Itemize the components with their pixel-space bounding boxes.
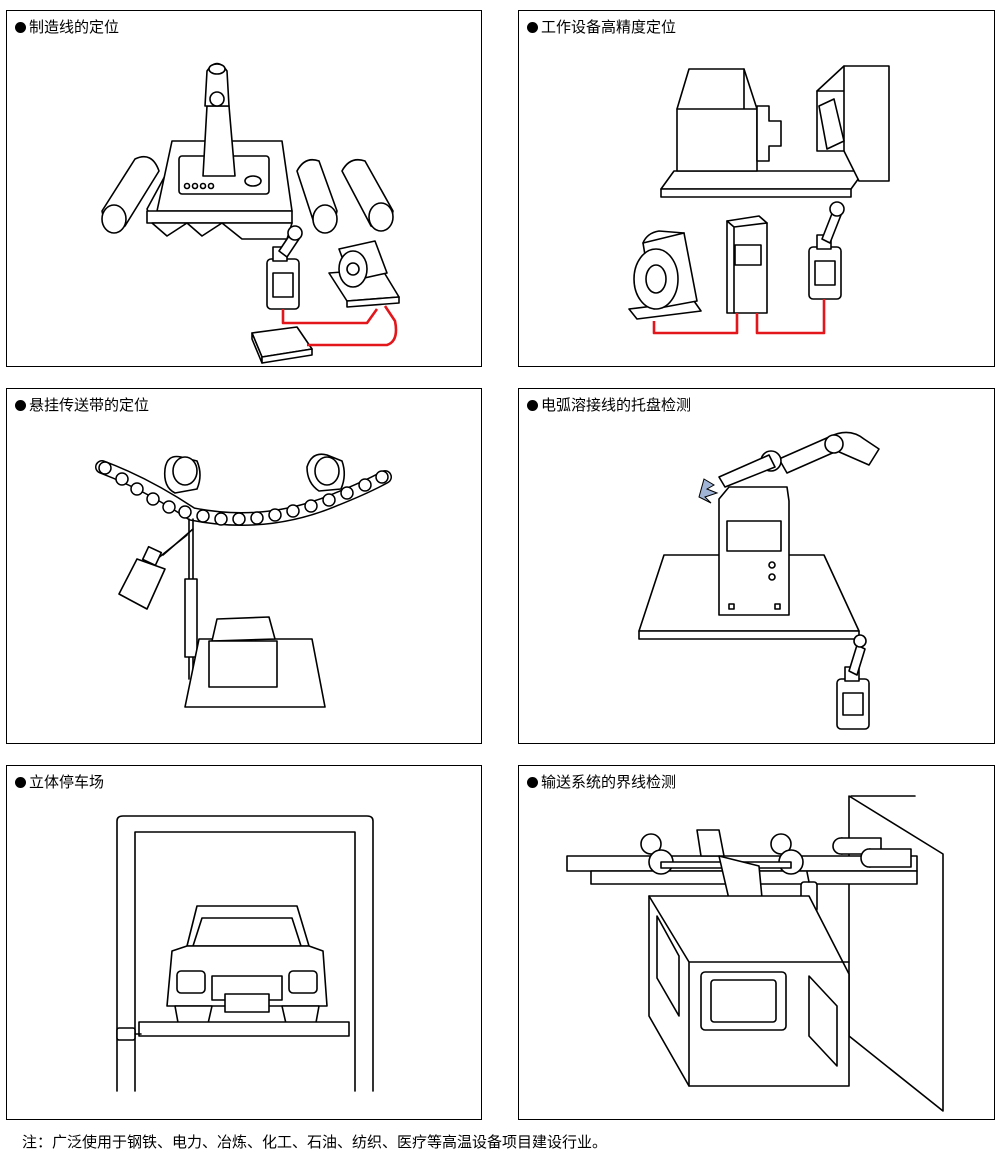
bullet-icon [527, 400, 538, 411]
limit-switch [116, 1027, 142, 1041]
panel-title-text: 制造线的定位 [29, 18, 120, 36]
footnote: 注：广泛使用于钢铁、电力、冶炼、化工、石油、纺织、医疗等高温设备项目建设行业。 [22, 1133, 608, 1151]
panel-overhead-conveyor: 悬挂传送带的定位 [6, 388, 482, 744]
spark-icon [698, 478, 719, 504]
panel-title: 工作设备高精度定位 [527, 17, 676, 37]
bullet-icon [527, 22, 538, 33]
roller-right-2 [341, 158, 394, 232]
trolley-left [163, 455, 201, 494]
overhead-conveyor-illustration [95, 453, 392, 708]
controller [251, 326, 313, 364]
panel-title: 立体停车场 [15, 772, 104, 792]
panel-title-text: 立体停车场 [29, 773, 105, 791]
car [166, 905, 328, 1029]
panel-manufacturing-line: 制造线的定位 [6, 10, 482, 367]
panel-title: 制造线的定位 [15, 17, 119, 37]
carrier-platform [184, 616, 326, 708]
panel-conveyor-system: 输送系统的界线检测 [518, 765, 995, 1120]
control-box [726, 215, 768, 314]
roller-right-1 [296, 158, 338, 234]
chain-links [98, 461, 389, 526]
motor [628, 230, 702, 320]
panel-title-text: 输送系统的界线检测 [541, 773, 677, 791]
limit-switch [266, 225, 303, 310]
limit-switch [836, 634, 870, 730]
manufacturing-line-illustration [101, 62, 400, 364]
conveyor-system-illustration [566, 795, 944, 1112]
motor [328, 240, 400, 308]
bullet-icon [15, 22, 26, 33]
limit-switch [808, 201, 845, 300]
panel-title-text: 悬挂传送带的定位 [29, 396, 150, 414]
bullet-icon [15, 777, 26, 788]
parking-platform [138, 1021, 350, 1037]
trolleys [640, 833, 912, 875]
parking-garage-illustration [116, 815, 374, 1092]
machine-table [660, 65, 890, 198]
panel-title: 悬挂传送带的定位 [15, 395, 149, 415]
robot-machine [146, 62, 293, 240]
roller-left-1 [101, 155, 160, 234]
panel-title: 电弧溶接线的托盘检测 [527, 395, 691, 415]
panel-parking-garage: 立体停车场 [6, 765, 482, 1120]
panel-title: 输送系统的界线检测 [527, 772, 676, 792]
bullet-icon [527, 777, 538, 788]
limit-switch [118, 545, 166, 610]
welding-pallet [638, 486, 860, 640]
panel-title-text: 工作设备高精度定位 [541, 18, 677, 36]
welding-robot-arm [718, 431, 880, 488]
panel-title-text: 电弧溶接线的托盘检测 [541, 396, 692, 414]
trolley-right [306, 453, 346, 492]
bullet-icon [15, 400, 26, 411]
carried-machine [648, 895, 850, 1087]
panel-work-equipment: 工作设备高精度定位 [518, 10, 995, 367]
arc-welding-illustration [638, 431, 880, 730]
work-equipment-illustration [628, 65, 890, 335]
garage-frame [116, 815, 374, 1092]
panel-arc-welding: 电弧溶接线的托盘检测 [518, 388, 995, 744]
